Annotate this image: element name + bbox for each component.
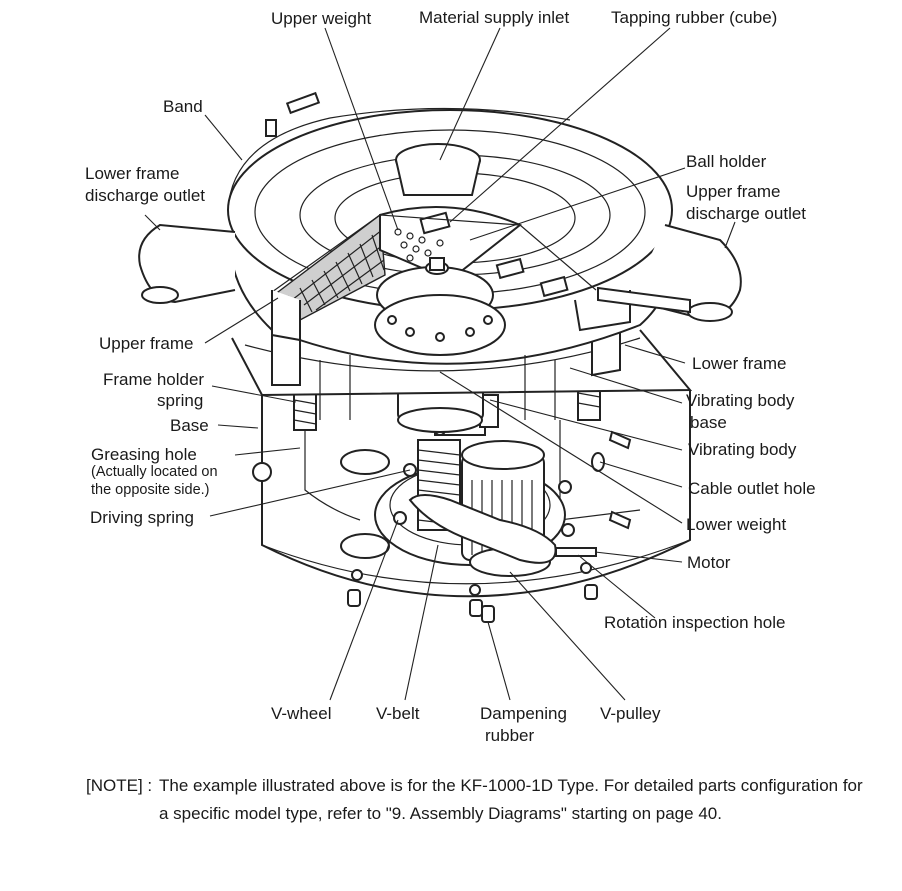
label-vibrating-body: Vibrating body [688,440,797,459]
label-rotation-inspection-hole: Rotation inspection hole [604,613,786,632]
label-material-supply-inlet: Material supply inlet [419,8,570,27]
label-v-wheel: V-wheel [271,704,332,723]
label-vibrating-body-base-line1: Vibrating body [686,391,795,410]
label-dampening-rubber-line2: rubber [485,726,535,745]
label-vibrating-body-base-line2: base [690,413,727,432]
label-frame-holder-spring-line1: Frame holder [103,370,205,389]
label-driving-spring: Driving spring [90,508,194,527]
label-greasing-hole-note-line2: the opposite side.) [91,482,210,498]
label-tapping-rubber: Tapping rubber (cube) [611,8,778,27]
ball-holder-plate [379,206,569,298]
band-clamp [227,91,571,211]
label-lower-weight: Lower weight [686,515,787,534]
label-motor: Motor [687,553,731,572]
label-v-pulley: V-pulley [600,704,661,723]
label-upper-frame-discharge-line2: discharge outlet [686,204,807,223]
label-lower-frame-discharge-line1: Lower frame [85,164,180,183]
label-v-belt: V-belt [376,704,420,723]
label-dampening-rubber-line1: Dampening [480,704,567,723]
label-frame-holder-spring-line2: spring [157,391,204,410]
label-cable-outlet-hole: Cable outlet hole [688,479,816,498]
label-lower-frame-discharge-line2: discharge outlet [85,186,206,205]
leader-lines [144,27,736,701]
upper-weight-disk [374,257,506,356]
note-block: [NOTE] : The example illustrated above i… [86,772,866,828]
label-base: Base [170,416,209,435]
lower-frame-discharge-spout [138,223,236,304]
label-upper-frame: Upper frame [99,334,194,353]
label-upper-weight: Upper weight [271,9,372,28]
upper-frame-discharge-spout [597,224,742,322]
v-belt-loop [408,494,557,564]
label-greasing-hole-note-line1: (Actually located on [91,464,218,480]
label-lower-frame: Lower frame [692,354,787,373]
label-upper-frame-discharge-line1: Upper frame [686,182,781,201]
label-greasing-hole: Greasing hole [91,445,197,464]
label-band: Band [163,97,203,116]
label-ball-holder: Ball holder [686,152,767,171]
note-text: The example illustrated above is for the… [159,776,863,823]
note-tag: [NOTE] : [86,776,153,795]
dampening-rubber-feet [347,584,598,623]
